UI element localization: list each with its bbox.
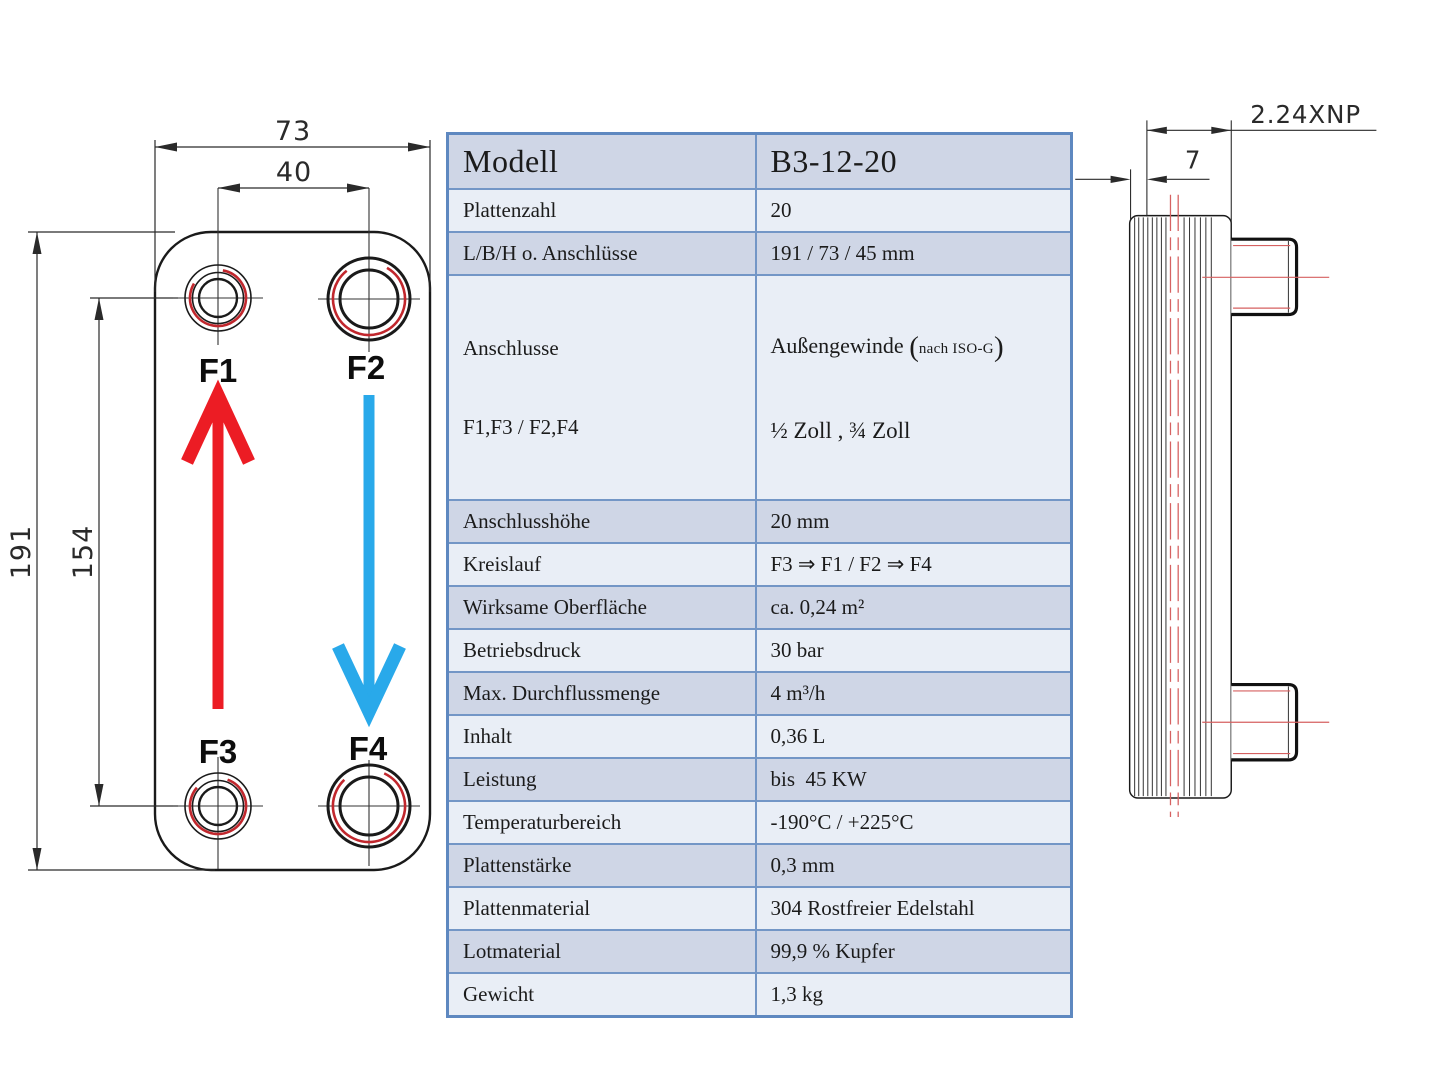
spec-label-line2: F1,F3 / F2,F4: [463, 414, 579, 439]
spec-value-cell: 0,36 L: [754, 713, 1073, 759]
dim-height-label: 191: [6, 525, 37, 580]
dim-end-plate: 7: [1075, 145, 1210, 220]
spec-label-line1: Anschlusse: [463, 335, 559, 360]
spec-label-cell: Kreislauf: [446, 541, 757, 587]
dim-height-191: 191: [6, 231, 215, 871]
spec-row: Betriebsdruck 30 bar: [446, 627, 1073, 673]
spec-header-label: Modell: [446, 132, 757, 190]
spec-value-cell: 1,3 kg: [754, 971, 1073, 1017]
spec-value-cell: 0,3 mm: [754, 842, 1073, 888]
spec-label-cell: Anschlusshöhe: [446, 498, 757, 544]
spec-row: Leistung bis 45 KW: [446, 756, 1073, 802]
dim-end-plate-label: 7: [1185, 145, 1202, 174]
spec-value-cell: 99,9 % Kupfer: [754, 928, 1073, 974]
spec-row: Anschlusse F1,F3 / F2,F4 Außengewinde (n…: [446, 274, 1073, 501]
port-f1: [173, 188, 263, 345]
paren-close: ): [993, 330, 1004, 363]
spec-row: Kreislauf F3 ⇒ F1 / F2 ⇒ F4: [446, 541, 1073, 587]
cold-flow-arrow: [332, 395, 406, 728]
spec-header-value: B3-12-20: [754, 132, 1073, 190]
thread-norm-text: nach ISO-G: [918, 340, 994, 357]
plate-stack: [1128, 214, 1232, 799]
spec-table: Modell B3-12-20 Plattenzahl 20 L/B/H o. …: [446, 132, 1073, 1018]
spec-value-cell: -190°C / +225°C: [754, 799, 1073, 845]
hot-flow-arrow: [181, 379, 255, 709]
port-f2-label: F2: [347, 349, 386, 386]
spec-value-cell: 191 / 73 / 45 mm: [754, 231, 1073, 276]
spec-label-cell: Plattenstärke: [446, 842, 757, 888]
port-f3: [173, 757, 263, 869]
spec-row: Inhalt 0,36 L: [446, 713, 1073, 759]
spec-value-cell: 30 bar: [754, 627, 1073, 673]
front-view-drawing: 73 40 191 154: [6, 116, 432, 872]
dim-port-spacing-40: 40: [218, 157, 369, 193]
spec-value-cell: 304 Rostfreier Edelstahl: [754, 885, 1073, 931]
paren-open: (: [909, 330, 919, 363]
plate-outline: [153, 230, 432, 872]
spec-label-cell: Wirksame Oberfläche: [446, 584, 757, 630]
spec-label-cell: Inhalt: [446, 713, 757, 759]
spec-row: Plattenstärke 0,3 mm: [446, 842, 1073, 888]
spec-row: L/B/H o. Anschlüsse 191 / 73 / 45 mm: [446, 231, 1073, 276]
spec-label-cell: Betriebsdruck: [446, 627, 757, 673]
dim-depth: 2.24XNP: [1146, 100, 1377, 238]
port-f3-label: F3: [199, 733, 238, 770]
spec-value-cell: 4 m³/h: [754, 670, 1073, 716]
spec-row: Gewicht 1,3 kg: [446, 971, 1073, 1017]
spec-row: Lotmaterial 99,9 % Kupfer: [446, 928, 1073, 974]
thread-type-text: Außengewinde: [770, 332, 910, 358]
dim-width-73: 73: [154, 116, 431, 292]
centerlines: [1169, 194, 1330, 818]
spec-row: Plattenzahl 20: [446, 188, 1073, 233]
spec-label-cell: Anschlusse F1,F3 / F2,F4: [446, 274, 757, 501]
spec-row: Temperaturbereich -190°C / +225°C: [446, 799, 1073, 845]
spec-row: Plattenmaterial 304 Rostfreier Edelstahl: [446, 885, 1073, 931]
dim-width-label: 73: [275, 116, 311, 147]
port-f2: [318, 188, 420, 352]
spec-label-cell: Temperaturbereich: [446, 799, 757, 845]
spec-value-cell: bis 45 KW: [754, 756, 1073, 802]
spec-value-cell: ca. 0,24 m²: [754, 584, 1073, 630]
spec-value-cell: Außengewinde (nach ISO-G) ½ Zoll , ¾ Zol…: [754, 274, 1073, 501]
spec-value-cell-kreislauf: F3 ⇒ F1 / F2 ⇒ F4: [754, 541, 1073, 587]
spec-row: Anschlusshöhe 20 mm: [446, 498, 1073, 544]
spec-value-cell: 20: [754, 188, 1073, 233]
spec-header-row: Modell B3-12-20: [446, 132, 1073, 190]
dim-port-spacing-label: 40: [276, 157, 312, 188]
dim-port-height-154: 154: [68, 297, 178, 807]
spec-label-cell: Lotmaterial: [446, 928, 757, 974]
spec-label-cell: Plattenzahl: [446, 188, 757, 233]
side-view-drawing: 2.24XNP 7: [1075, 100, 1377, 818]
spec-row: Max. Durchflussmenge 4 m³/h: [446, 670, 1073, 716]
dim-port-height-label: 154: [68, 525, 99, 580]
spec-label-cell: Leistung: [446, 756, 757, 802]
port-f4: [318, 760, 420, 866]
spec-value-line2: ½ Zoll , ¾ Zoll: [770, 418, 911, 444]
spec-value-cell: 20 mm: [754, 498, 1073, 544]
spec-value-line1: Außengewinde (nach ISO-G): [771, 329, 1067, 365]
spec-label-cell: Max. Durchflussmenge: [446, 670, 757, 716]
spec-label-cell: L/B/H o. Anschlüsse: [446, 231, 757, 276]
spec-row: Wirksame Oberfläche ca. 0,24 m²: [446, 584, 1073, 630]
spec-label-cell: Plattenmaterial: [446, 885, 757, 931]
port-f4-label: F4: [349, 730, 388, 767]
dim-depth-label: 2.24XNP: [1250, 100, 1361, 129]
spec-label-cell: Gewicht: [446, 971, 757, 1017]
